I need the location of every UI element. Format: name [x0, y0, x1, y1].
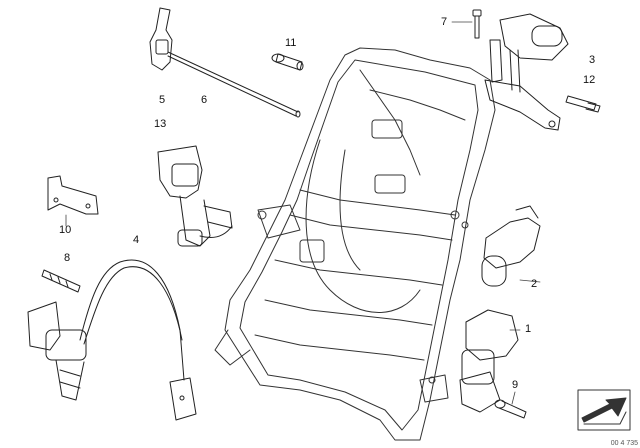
- document-id: 00 4 735: [610, 440, 638, 447]
- part-7-bolt: [472, 9, 482, 39]
- part-8-strip: [41, 269, 81, 293]
- callout-10: 10: [59, 224, 72, 236]
- part-2-motor: [481, 205, 541, 287]
- callout-11: 11: [285, 37, 297, 49]
- callout-1: 1: [525, 323, 532, 335]
- callout-13: 13: [154, 118, 167, 130]
- part-9-screw: [494, 399, 527, 419]
- part-3-motor-bracket: [484, 13, 569, 131]
- callout-4: 4: [133, 234, 140, 246]
- part-1-motor-assembly: [459, 309, 519, 413]
- callout-12: 12: [583, 74, 596, 86]
- callout-7: 7: [441, 16, 448, 28]
- callout-8: 8: [64, 252, 71, 264]
- part-12-pin: [565, 95, 601, 113]
- leader-lines: [65, 21, 541, 405]
- callout-3: 3: [589, 54, 596, 66]
- backrest-frame: [214, 47, 496, 441]
- part-10-bracket: [47, 175, 99, 215]
- callout-2: 2: [531, 278, 538, 290]
- callout-5: 5: [159, 94, 166, 106]
- callout-9: 9: [512, 379, 519, 391]
- part-5-6-lever-rod: [149, 7, 301, 118]
- callout-6: 6: [201, 94, 208, 106]
- page-turn-arrow-icon: [577, 389, 631, 431]
- part-13-motor-unit: [157, 145, 233, 247]
- part-11-bushing: [271, 53, 304, 71]
- part-4-cable-motor: [27, 259, 197, 421]
